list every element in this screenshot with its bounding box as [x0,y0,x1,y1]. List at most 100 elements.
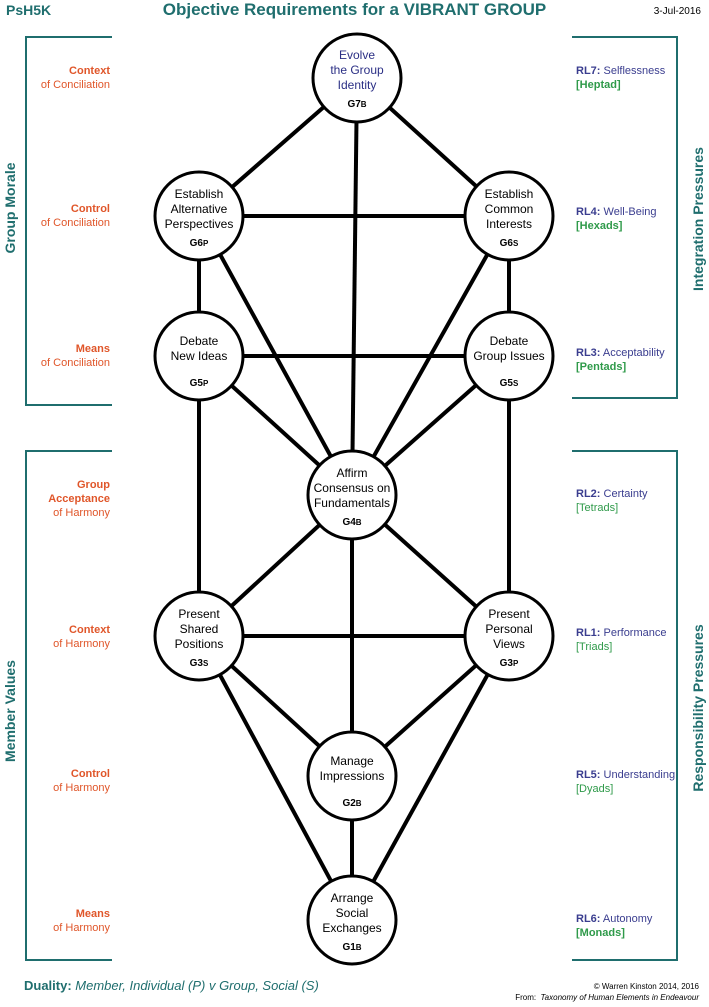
node-g6s: Establish Common Interests G6S [459,187,559,251]
node-g1-code: G1B [342,942,362,953]
duality-label: Duality: [24,978,72,993]
node-g5p-line1: Debate [179,334,219,348]
node-g5s-line1: Debate [489,334,529,348]
node-g2-line2: Impressions [319,769,385,783]
date-label: 3-Jul-2016 [653,6,701,17]
node-g7: Evolve the Group Identity G7B [307,48,407,112]
node-g3p-code: G3P [499,658,519,669]
node-g3s-circle [153,590,245,682]
left-label-2-sub: of Conciliation [40,217,110,229]
right-label-rl3-group: [Pentads] [576,361,627,373]
node-g2: Manage Impressions G2B [302,754,402,811]
right-label-rl4-group: [Hexads] [576,220,623,232]
nodes [153,32,555,966]
left-label-3-head: Means [75,343,110,355]
left-label-5-head: Context [69,624,110,636]
left-label-7: Means of Harmony [10,907,110,935]
node-g1-line3: Exchanges [322,921,382,935]
right-label-rl7-code: RL7: [576,65,601,77]
left-label-4-sub: of Harmony [53,507,110,519]
edge-g3s-g1 [197,635,354,921]
right-label-rl6: RL6: Autonomy [Monads] [576,912,709,940]
node-g6p-line2: Alternative [170,202,228,216]
node-g6s-line2: Common [484,202,534,216]
diagram-code: PsH5K [6,2,52,18]
right-label-rl1-name: Performance [603,627,667,639]
node-g3s-line3: Positions [174,637,224,651]
node-g4: Affirm Consensus on Fundamentals G4B [302,466,402,530]
node-g7-line2: the Group [330,63,384,77]
node-g7-code: G7B [347,99,367,110]
edge-g3p-g1 [350,635,511,921]
right-label-rl4: RL4: Well-Being [Hexads] [576,205,709,233]
node-g5s: Debate Group Issues G5S [459,334,559,391]
left-label-1-sub: of Conciliation [40,79,110,91]
node-g7-circle [311,32,403,124]
copyright-text: © Warren Kinston 2014, 2016 [593,982,699,991]
left-label-4: Group Acceptance of Harmony [10,478,110,520]
bracket-integration [572,36,678,399]
node-g5p: Debate New Ideas G5P [149,334,249,391]
right-label-rl2: RL2: Certainty [Tetrads] [576,487,709,515]
left-label-2: Control of Conciliation [10,202,110,230]
node-g2-circle [306,730,398,822]
node-g6p: Establish Alternative Perspectives G6P [149,187,249,251]
node-g6s-code: G6S [499,238,519,249]
right-label-rl3-code: RL3: [576,347,601,359]
node-g6s-circle [463,170,555,262]
node-g3p-circle [463,590,555,682]
left-label-4-head1: Group [77,479,110,491]
bracket-responsibility [572,450,678,961]
node-g4-line1: Affirm [336,466,368,480]
right-label-rl5-group: [Dyads] [576,783,614,795]
right-label-rl7-group: [Heptad] [576,79,621,91]
right-label-rl5-name: Understanding [603,769,676,781]
right-label-rl5-code: RL5: [576,769,601,781]
node-g1-circle [306,874,398,966]
node-g5s-circle [463,310,555,402]
edge-g7-g4 [350,77,359,496]
left-label-7-sub: of Harmony [53,922,110,934]
right-label-rl1-group: [Triads] [576,641,613,653]
left-label-1: Context of Conciliation [10,64,110,92]
right-label-rl2-name: Certainty [603,488,648,500]
left-label-3-sub: of Conciliation [40,357,110,369]
left-label-4-head2: Acceptance [48,493,110,505]
bracket-group-morale [25,36,112,406]
node-g3p: Present Personal Views G3P [459,607,559,671]
right-label-rl1: RL1: Performance [Triads] [576,626,709,654]
node-g1-line1: Arrange [330,891,374,905]
node-g3p-line3: Views [493,637,525,651]
right-label-rl4-code: RL4: [576,206,601,218]
left-label-7-head: Means [75,908,110,920]
right-label-rl1-code: RL1: [576,627,601,639]
node-g5p-code: G5P [189,378,209,389]
node-g6s-line1: Establish [484,187,534,201]
right-label-rl2-group: [Tetrads] [576,502,619,514]
node-g2-code: G2B [342,798,362,809]
node-g6p-circle [153,170,245,262]
node-g3s: Present Shared Positions G3S [149,607,249,671]
left-label-6: Control of Harmony [10,767,110,795]
left-label-1-head: Context [69,65,110,77]
node-g5s-line2: Group Issues [473,349,545,363]
right-label-rl5: RL5: Understanding [Dyads] [576,768,709,796]
node-g4-circle [306,449,398,541]
page-title: Objective Requirements for a VIBRANT GRO… [162,0,547,19]
node-g3s-line2: Shared [179,622,219,636]
node-g6p-line3: Perspectives [164,217,234,231]
node-g5p-circle [153,310,245,402]
node-g5s-code: G5S [499,378,519,389]
duality-footer: Duality: Member, Individual (P) v Group,… [24,978,319,993]
node-g3p-line1: Present [488,607,530,621]
node-g6p-line1: Establish [174,187,224,201]
right-label-rl6-group: [Monads] [576,927,625,939]
node-g4-line2: Consensus on [313,481,391,495]
node-g1-line2: Social [335,906,369,920]
right-label-rl7-name: Selflessness [603,65,666,77]
right-label-rl6-name: Autonomy [602,913,653,925]
node-g6p-code: G6P [189,238,209,249]
node-g3p-line2: Personal [485,622,533,636]
node-g2-line1: Manage [330,754,374,768]
right-label-rl2-code: RL2: [576,488,601,500]
